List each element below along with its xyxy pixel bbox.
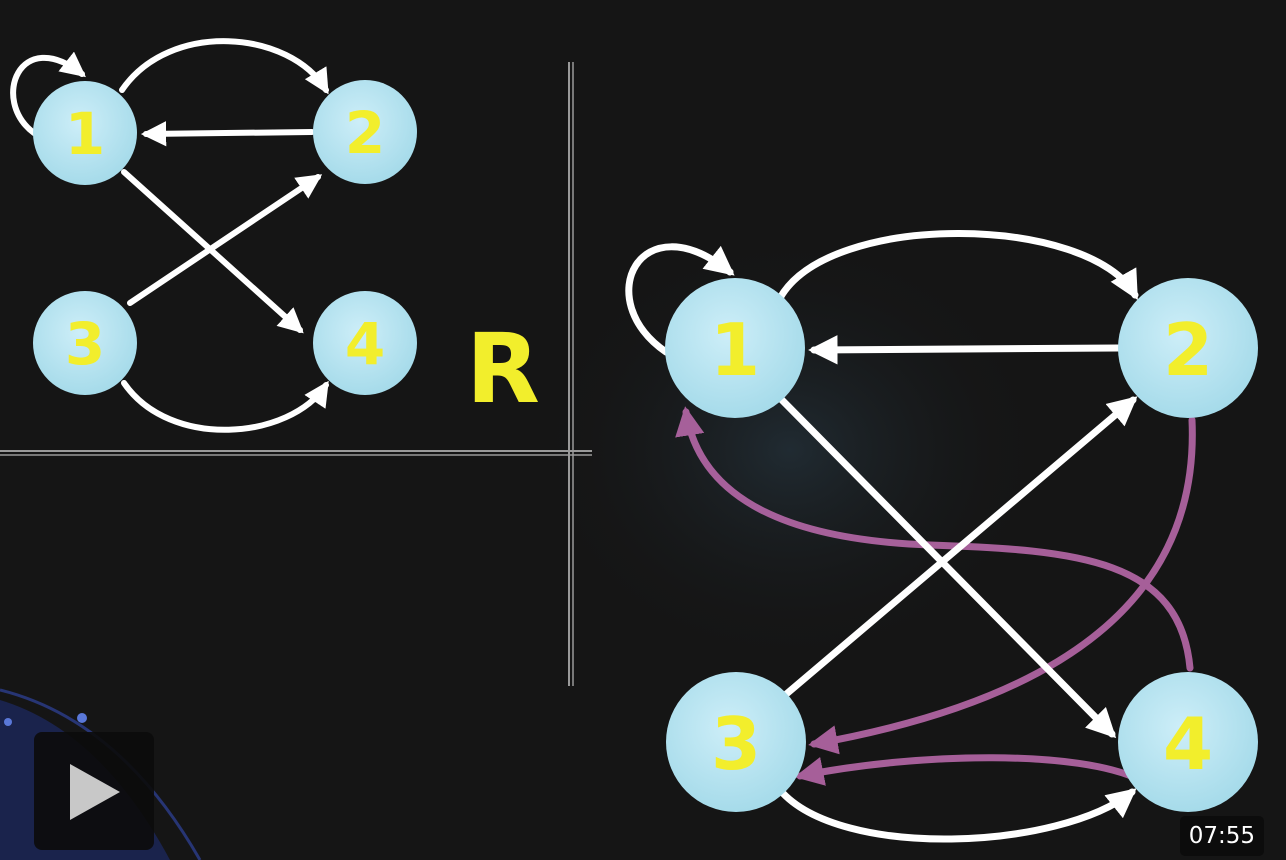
large-node-1: 1 bbox=[665, 278, 805, 418]
quadrant-dividers bbox=[0, 62, 592, 686]
small-node-2: 2 bbox=[313, 80, 417, 184]
large-added-edge-4-3 bbox=[794, 754, 1144, 786]
large-edge-1-1 bbox=[625, 243, 735, 356]
svg-text:1: 1 bbox=[710, 308, 760, 392]
play-icon bbox=[70, 764, 120, 820]
large-edge-2-1 bbox=[808, 335, 1122, 365]
small-edge-1-1 bbox=[10, 51, 86, 136]
small-graph: 1 2 3 4 bbox=[10, 38, 417, 433]
large-node-3: 3 bbox=[666, 672, 806, 812]
svg-text:3: 3 bbox=[65, 310, 105, 378]
large-graph-edges bbox=[625, 230, 1139, 843]
large-edge-3-2 bbox=[780, 396, 1138, 700]
svg-text:4: 4 bbox=[345, 310, 385, 378]
large-node-4: 4 bbox=[1118, 672, 1258, 812]
large-node-2: 2 bbox=[1118, 278, 1258, 418]
relation-label: R bbox=[466, 313, 540, 425]
video-timestamp: 07:55 bbox=[1179, 816, 1264, 856]
background-glow bbox=[530, 230, 1050, 670]
small-edge-2-1 bbox=[140, 121, 315, 147]
play-button[interactable] bbox=[34, 732, 154, 850]
svg-text:2: 2 bbox=[345, 99, 385, 167]
small-node-1: 1 bbox=[33, 81, 137, 185]
svg-text:4: 4 bbox=[1163, 702, 1213, 786]
svg-text:3: 3 bbox=[711, 702, 761, 786]
large-added-edge-2-3 bbox=[808, 416, 1196, 755]
small-graph-edges bbox=[10, 38, 329, 433]
small-edge-3-2 bbox=[127, 174, 323, 306]
small-edge-3-4 bbox=[121, 380, 329, 433]
large-edge-1-2 bbox=[776, 230, 1139, 302]
large-graph: 1 2 3 4 bbox=[625, 230, 1258, 843]
large-edge-3-4 bbox=[776, 786, 1137, 843]
small-node-4: 4 bbox=[313, 291, 417, 395]
large-edge-1-4 bbox=[776, 394, 1117, 739]
svg-text:2: 2 bbox=[1163, 308, 1213, 392]
small-node-3: 3 bbox=[33, 291, 137, 395]
small-edge-1-2 bbox=[119, 38, 329, 95]
svg-text:1: 1 bbox=[65, 100, 105, 168]
